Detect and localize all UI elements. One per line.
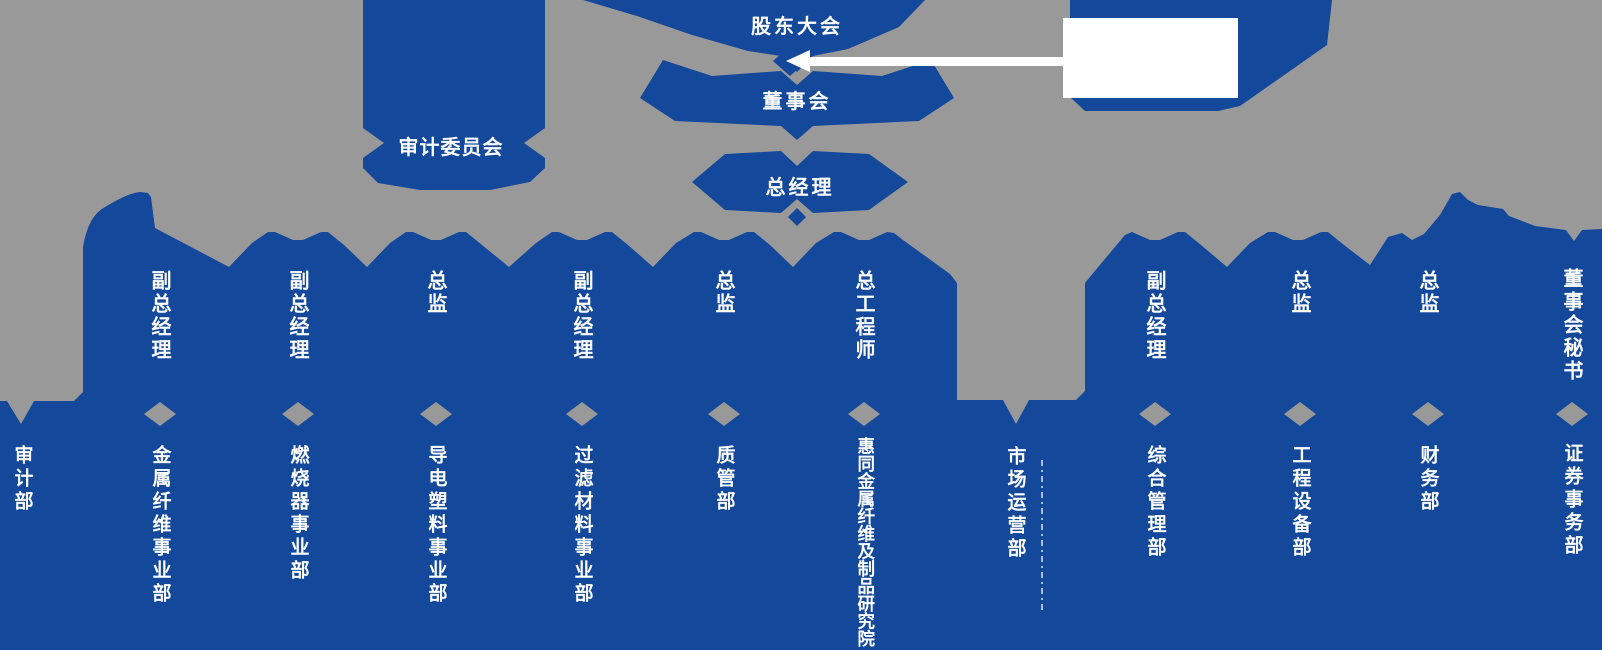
department-label: 燃烧器事业部	[287, 445, 310, 583]
department-label: 财务部	[1417, 445, 1440, 514]
board-of-directors-label: 董事会	[762, 89, 832, 113]
department-label: 审计部	[11, 445, 34, 514]
lower-branches-shape	[0, 192, 1602, 650]
callout-pointer	[786, 50, 1063, 72]
gm-bottom-diamond	[788, 208, 806, 226]
audit-committee-label: 审计委员会	[398, 135, 504, 159]
department-label: 金属纤维事业部	[149, 445, 172, 606]
department-label: 导电塑料事业部	[425, 445, 448, 606]
role-label: 副总经理	[286, 270, 310, 362]
department-label: 质管部	[713, 445, 736, 514]
board-shape	[640, 60, 954, 140]
shareholders-shape	[583, 0, 925, 72]
general-manager-shape	[692, 151, 908, 213]
department-label: 证券事务部	[1561, 443, 1584, 558]
role-label: 董事会秘书	[1560, 268, 1584, 383]
department-label: 惠同金属纤维及制品研究院	[854, 437, 875, 647]
department-label: 市场运营部	[1004, 446, 1027, 561]
connector-diamonds	[144, 402, 1588, 426]
callout-arrow-icon	[786, 50, 810, 72]
role-label: 副总经理	[1143, 270, 1167, 362]
role-label: 总监	[1288, 270, 1312, 316]
department-label: 工程设备部	[1289, 445, 1312, 560]
role-label: 总监	[712, 270, 736, 316]
blank-callout-box	[1063, 18, 1238, 98]
role-label: 副总经理	[570, 270, 594, 362]
role-label: 总监	[424, 270, 448, 316]
department-label: 综合管理部	[1144, 445, 1167, 560]
role-label: 副总经理	[148, 270, 172, 362]
role-label: 总监	[1416, 270, 1440, 316]
audit-committee-shape	[363, 0, 545, 190]
general-manager-label: 总经理	[765, 175, 835, 199]
shareholders-meeting-label: 股东大会	[751, 14, 843, 38]
department-label: 过滤材料事业部	[571, 445, 594, 606]
role-label: 总工程师	[852, 270, 876, 362]
